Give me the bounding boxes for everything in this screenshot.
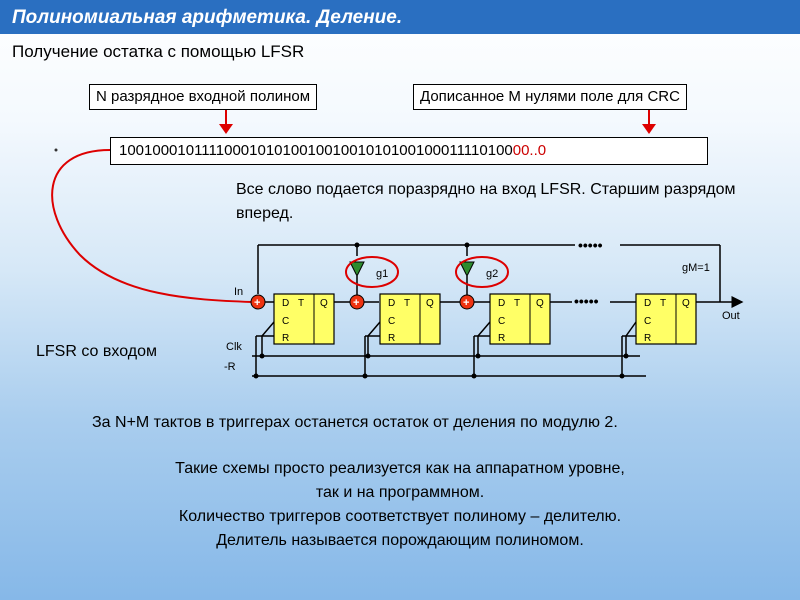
feed-curve (51, 149, 253, 303)
svg-text:D: D (388, 298, 395, 309)
subtitle: Получение остатка с помощью LFSR (12, 42, 305, 61)
note-line: Делитель называется порождающим полиномо… (216, 532, 584, 549)
svg-text:D: D (282, 298, 289, 309)
svg-text:T: T (514, 298, 520, 309)
xor-gate-g2: + (459, 294, 475, 310)
tap-g1: g1 (345, 256, 399, 295)
flip-flop-m: D T Q C R (635, 293, 697, 345)
svg-text:C: C (388, 316, 395, 327)
svg-text:+: + (463, 297, 469, 309)
in-label: In (234, 286, 243, 298)
tap-g2: g2 (455, 256, 509, 295)
svg-text:Q: Q (320, 298, 328, 309)
bitstream-box: 1001000101111000101010010010010101001000… (110, 137, 708, 165)
clk-label: Clk (226, 341, 242, 353)
flip-flop-3: D T Q C R (489, 293, 551, 345)
flip-flop-1: D T Q C R (273, 293, 335, 345)
xor-gate-in: + (250, 294, 266, 310)
svg-text:C: C (644, 316, 651, 327)
input-arrow (219, 110, 233, 134)
bus-ellipsis: ••••• (578, 237, 603, 253)
svg-text:Q: Q (426, 298, 434, 309)
svg-text:+: + (254, 297, 260, 309)
notes: Такие схемы просто реализуется как на ап… (60, 457, 740, 553)
svg-text:+: + (353, 297, 359, 309)
data-bits: 1001000101111000101010010010010101001000… (119, 142, 513, 159)
svg-text:T: T (660, 298, 666, 309)
reset-label: -R (224, 361, 236, 373)
control-lines (252, 321, 646, 377)
feedback-bus (257, 244, 721, 302)
note-line: Такие схемы просто реализуется как на ап… (175, 460, 625, 477)
note-line: так и на программном. (315, 484, 485, 501)
crc-arrow (642, 110, 656, 134)
svg-text:D: D (498, 298, 505, 309)
svg-text:Q: Q (682, 298, 690, 309)
control-dots (253, 242, 629, 379)
stage-ellipsis: ••••• (574, 293, 599, 309)
tap-label: g1 (376, 268, 388, 280)
svg-text:R: R (644, 333, 651, 344)
xor-gate-g1: + (349, 294, 365, 310)
out-label: Out (722, 310, 740, 322)
zero-bits: 00..0 (512, 142, 547, 159)
svg-text:C: C (282, 316, 289, 327)
note-line: Количество триггеров соответствует полин… (178, 508, 622, 525)
svg-text:R: R (282, 333, 289, 344)
description-text: Все слово подается поразрядно на вход LF… (236, 181, 736, 222)
svg-text:Q: Q (536, 298, 544, 309)
svg-text:R: R (498, 333, 505, 344)
result-text: За N+M тактов в триггерах останется оста… (92, 414, 618, 431)
page-title: Полиномиальная арифметика. Деление. (12, 7, 403, 28)
crc-field-label: Дописанное M нулями поле для CRC (413, 84, 687, 110)
svg-text:T: T (404, 298, 410, 309)
flip-flop-2: D T Q C R (379, 293, 441, 345)
svg-text:D: D (644, 298, 651, 309)
title-bar: Полиномиальная арифметика. Деление. (0, 0, 800, 34)
svg-text:R: R (388, 333, 395, 344)
svg-text:C: C (498, 316, 505, 327)
svg-text:T: T (298, 298, 304, 309)
g1-highlight-ring (345, 256, 399, 288)
gm-label: gM=1 (682, 262, 710, 274)
tap-label: g2 (486, 268, 498, 280)
input-polynomial-label: N разрядное входной полином (89, 84, 318, 110)
lfsr-label: LFSR со входом (36, 343, 157, 360)
g2-highlight-ring (455, 256, 509, 288)
